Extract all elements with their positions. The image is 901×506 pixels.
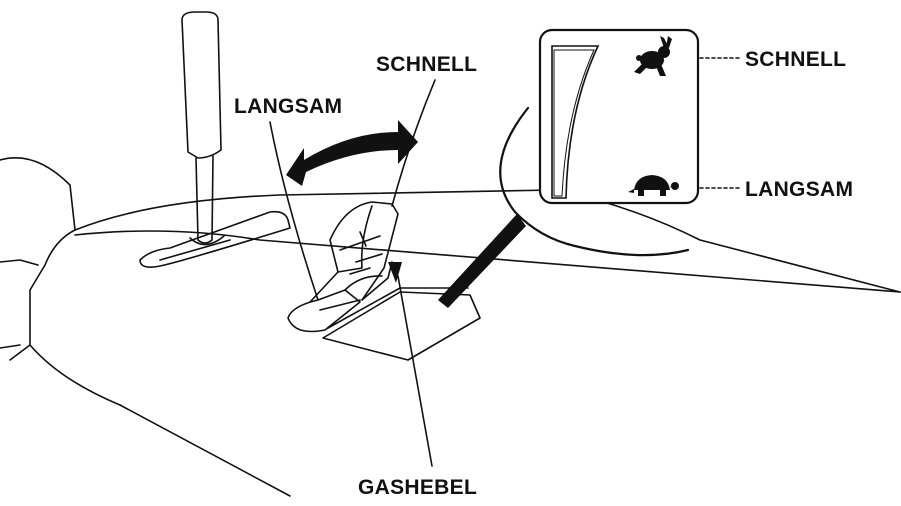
throttle-slot <box>287 289 361 333</box>
rabbit-icon <box>634 36 672 76</box>
gashebel-label: GASHEBEL <box>358 476 478 499</box>
shift-slot <box>139 210 291 268</box>
gashebel-arrow-tip <box>388 262 402 283</box>
shift-lever <box>181 11 225 246</box>
throttle-lever-body <box>309 201 399 311</box>
direction-arrow <box>286 120 418 186</box>
langsam-label-right: LANGSAM <box>745 178 854 201</box>
machine-body <box>0 157 901 497</box>
zoom-connector <box>438 214 526 308</box>
schnell-label-right: SCHNELL <box>745 48 847 71</box>
schnell-label-top: SCHNELL <box>376 53 478 76</box>
langsam-label-top: LANGSAM <box>234 95 343 118</box>
magnifier-arc <box>499 106 690 257</box>
turtle-icon <box>628 175 679 196</box>
speed-gauge-inset <box>538 28 700 205</box>
